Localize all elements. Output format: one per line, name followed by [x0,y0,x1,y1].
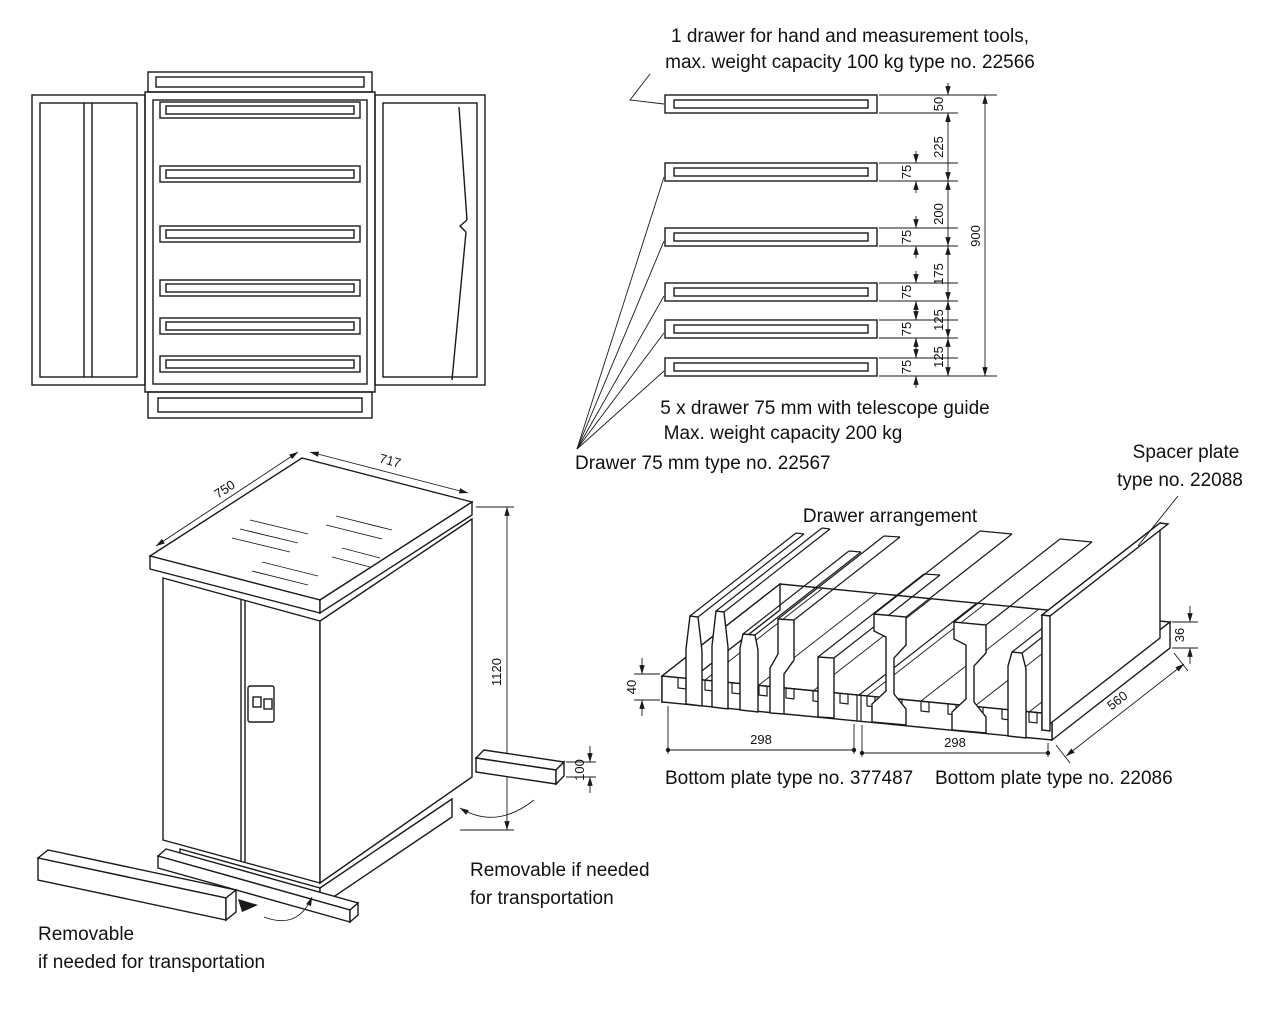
dim-75-3: 75 [899,285,914,299]
dim-1120: 1120 [489,658,504,686]
stack-drawers [664,94,878,377]
dimension-36: 36 [1172,606,1198,664]
removal-arrow-right [459,799,535,818]
tool-divider [685,532,805,707]
dimension-40: 40 [624,658,660,716]
label-drawer75: Drawer 75 mm type no. 22567 [575,453,831,474]
label-five-drawer-line2: Max. weight capacity 200 kg [664,423,903,444]
gooseneck-tool [951,538,1093,734]
dim-717: 717 [378,451,403,471]
iso-top-slab [148,457,474,615]
drawer-slot [159,165,361,183]
drawer-stack-diagram: 75 75 75 75 75 50 225 200 175 125 125 [575,26,1035,474]
spacer-leader-line [1137,495,1179,547]
label-top-drawer-line2: max. weight capacity 100 kg type no. 225… [665,52,1035,73]
label-removable-bottom-line2: if needed for transportation [38,952,265,973]
drawer-front [664,357,878,377]
drawer-front [664,319,878,339]
drawer-front [664,94,878,114]
label-removable-right-line1: Removable if needed [470,860,650,881]
front-drawer-slots [159,101,361,373]
drawer-front [664,227,878,247]
dim-36: 36 [1172,628,1187,642]
removal-arrowhead-bottom [238,899,258,912]
stack-dimension-spacings: 50 225 200 175 125 125 [931,83,951,377]
dim-125-b: 125 [931,346,946,368]
drawer-slot [159,101,361,119]
dimension-298-right: 298 [859,725,1051,757]
drawer-slot [159,225,361,243]
label-arrangement-title: Drawer arrangement [803,506,978,527]
dim-100: 100 [572,759,587,781]
dim-298-left: 298 [750,732,772,747]
dim-75-4: 75 [899,322,914,336]
dim-200: 200 [931,203,946,225]
cabinet-front-view [31,71,486,419]
dimension-717: 717 [309,451,469,494]
drawer-slot [159,355,361,373]
label-top-drawer-line1: 1 drawer for hand and measurement tools, [671,26,1029,47]
dim-75-5: 75 [899,360,914,374]
dim-75-1: 75 [899,165,914,179]
dim-40: 40 [624,680,639,694]
iso-body [162,517,473,885]
gooseneck-tool [871,530,1013,726]
drawer-arrangement: 40 298 298 560 36 Drawer arrangemen [624,442,1243,789]
label-spacer-line2: type no. 22088 [1117,470,1243,491]
front-top-cap [147,71,373,93]
removable-rail-bottom [36,849,238,922]
label-bottom-plate-right: Bottom plate type no. 22086 [935,768,1173,789]
label-removable-right-line2: for transportation [470,888,614,909]
dim-900: 900 [968,225,983,247]
press-brake-tools [685,527,1129,739]
removable-rail-right [474,749,566,786]
drawer-slot [159,279,361,297]
iso-plinth [156,797,453,924]
tool-divider [739,550,862,713]
cabinet-isometric-view: 750 717 1120 100 [36,451,650,973]
drawer-slot [159,317,361,335]
door-lock [247,685,275,723]
dim-225: 225 [931,136,946,158]
dim-298-right: 298 [944,735,966,750]
label-five-drawer-line1: 5 x drawer 75 mm with telescope guide [660,398,990,419]
front-plinth [147,391,373,419]
plate-split [856,602,978,721]
stack-dimension-overall: 900 [968,94,988,377]
front-right-door-open [374,94,486,386]
dim-125-a: 125 [931,309,946,331]
dim-175: 175 [931,263,946,285]
removal-arrow-bottom [263,896,313,922]
dim-75-2: 75 [899,230,914,244]
stack-leader-lines [576,73,665,450]
stack-dimension-75: 75 75 75 75 75 [899,151,919,388]
dim-50: 50 [931,97,946,111]
label-bottom-plate-left: Bottom plate type no. 377487 [665,768,913,789]
drawer-front [664,282,878,302]
label-removable-bottom-line1: Removable [38,924,134,945]
dim-750: 750 [211,477,237,501]
dimension-100: 100 [566,746,596,793]
label-spacer-line1: Spacer plate [1133,442,1240,463]
tool-divider [769,535,901,715]
drawer-front [664,162,878,182]
dimension-298-left: 298 [665,706,857,754]
front-left-door-open [31,94,146,386]
tool-divider [711,527,831,710]
